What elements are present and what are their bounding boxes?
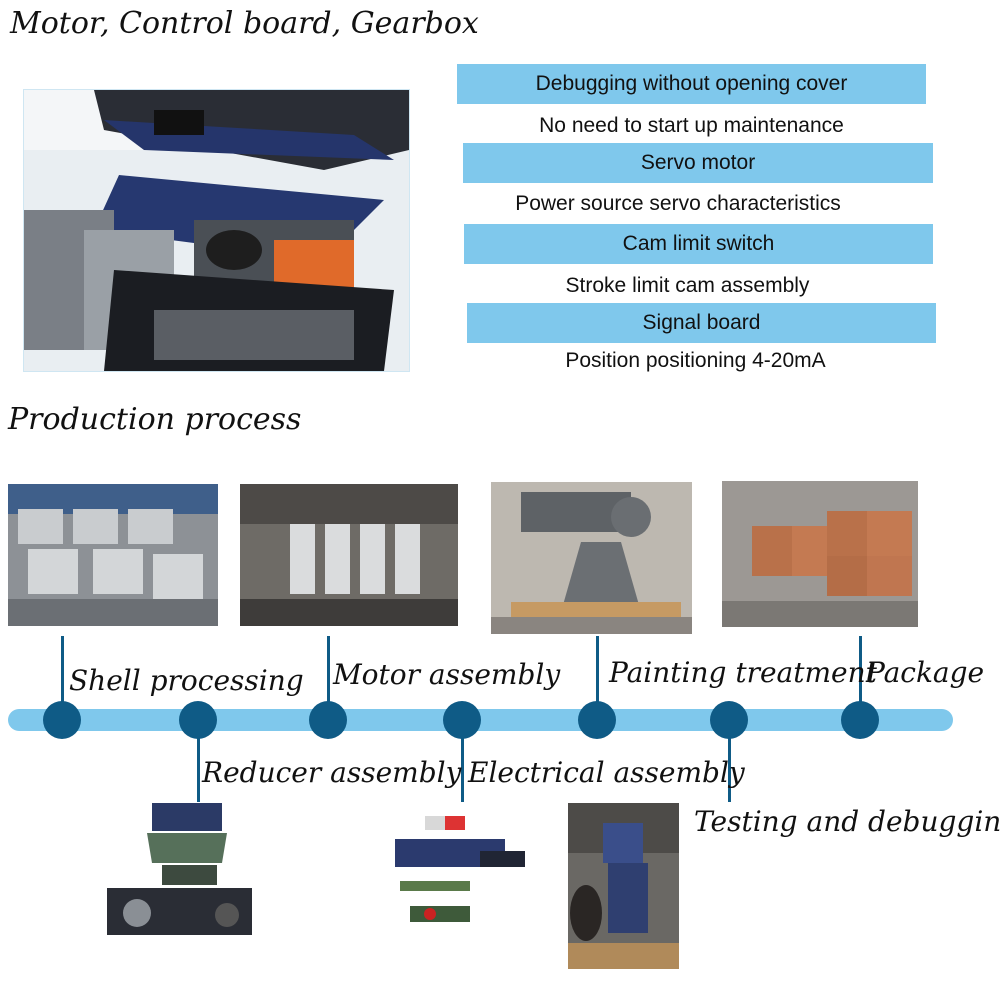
shell-processing-image xyxy=(8,484,218,626)
timeline-stem xyxy=(327,636,330,718)
step-label-shell-processing: Shell processing xyxy=(69,664,304,697)
step-label-reducer-assembly: Reducer assembly xyxy=(202,756,462,789)
painting-treatment-image xyxy=(491,482,692,634)
motor-assembly-image xyxy=(240,484,458,626)
testing-debugging-image xyxy=(568,803,679,969)
feature-title-signal-board: Signal board xyxy=(467,303,936,343)
actuator-exploded-image xyxy=(23,89,410,372)
feature-desc-signal-board: Position positioning 4-20mA xyxy=(565,349,826,372)
reducer-assembly-image xyxy=(107,803,252,935)
timeline-stem xyxy=(461,720,464,802)
feature-title-servo-motor: Servo motor xyxy=(463,143,933,183)
timeline-stem xyxy=(596,636,599,718)
step-label-testing-debugging: Testing and debugging xyxy=(694,805,1000,838)
timeline-node-painting-treatment xyxy=(578,701,616,739)
timeline-stem xyxy=(859,636,862,718)
process-heading: Production process xyxy=(8,402,302,437)
feature-desc-cam-limit-switch: Stroke limit cam assembly xyxy=(565,274,810,297)
feature-title-debugging: Debugging without opening cover xyxy=(457,64,926,104)
package-image xyxy=(722,481,918,627)
feature-desc-debugging: No need to start up maintenance xyxy=(539,114,844,137)
timeline-node-testing-debugging xyxy=(710,701,748,739)
timeline-stem xyxy=(197,720,200,802)
timeline-stem xyxy=(728,720,731,802)
timeline-node-shell-processing xyxy=(43,701,81,739)
electrical-assembly-image xyxy=(390,811,532,931)
timeline-stem xyxy=(61,636,64,718)
timeline-node-package xyxy=(841,701,879,739)
feature-desc-servo-motor: Power source servo characteristics xyxy=(515,192,841,215)
step-label-motor-assembly: Motor assembly xyxy=(333,658,561,691)
step-label-electrical-assembly: Electrical assembly xyxy=(468,756,745,789)
timeline-node-reducer-assembly xyxy=(179,701,217,739)
feature-title-cam-limit-switch: Cam limit switch xyxy=(464,224,933,264)
timeline-node-electrical-assembly xyxy=(443,701,481,739)
step-label-package: Package xyxy=(866,656,985,689)
components-heading: Motor, Control board, Gearbox xyxy=(10,6,479,41)
timeline-node-motor-assembly xyxy=(309,701,347,739)
step-label-painting-treatment: Painting treatment xyxy=(609,656,877,689)
